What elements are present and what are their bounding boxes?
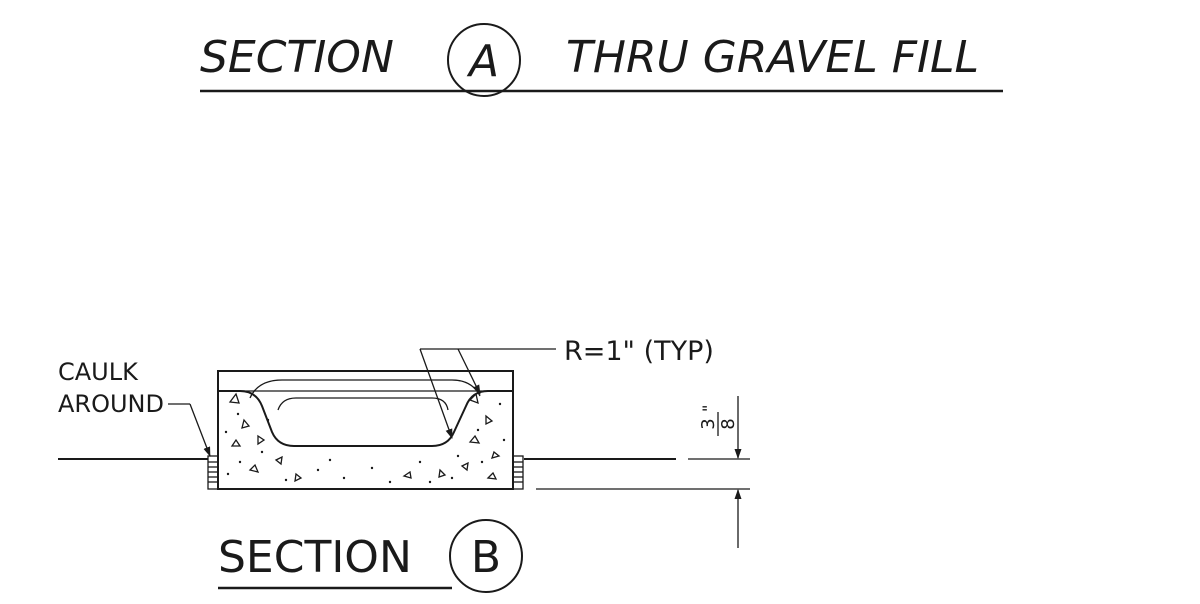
caulk-callout: CAULK AROUND xyxy=(58,358,211,457)
dimension-numerator: 3 xyxy=(698,418,719,429)
channel-inner-profile xyxy=(218,390,513,447)
radius-leader-arrow-2 xyxy=(419,348,453,439)
radius-callout: R=1" (TYP) xyxy=(419,336,714,439)
section-a-marker: A xyxy=(466,36,499,87)
radius-leader-arrow-1 xyxy=(457,348,481,395)
dimension-fraction: 3 8 " xyxy=(698,405,739,436)
section-a-label: SECTION xyxy=(200,32,394,83)
radius-label: R=1" (TYP) xyxy=(564,336,714,367)
section-a-marker-circle xyxy=(447,23,521,97)
caulk-leader-arrow xyxy=(189,403,211,457)
section-b-marker-circle xyxy=(449,519,523,593)
concrete-channel-section xyxy=(217,370,514,490)
section-b-marker: B xyxy=(471,532,501,583)
concrete-hatch xyxy=(224,392,506,484)
caulk-label-line1: CAULK xyxy=(58,358,139,386)
caulk-joint-right xyxy=(512,455,524,490)
channel-inner-pocket xyxy=(277,397,449,411)
caulk-joint-left xyxy=(207,455,219,490)
section-b-label: SECTION xyxy=(218,532,412,583)
dimension-unit-mark: " xyxy=(699,405,718,412)
channel-inner-rounded-edge xyxy=(249,379,481,399)
dimension-denominator: 8 xyxy=(718,418,739,429)
section-a-title: SECTION A THRU GRAVEL FILL xyxy=(200,23,1003,97)
dimension-callout: 3 8 " xyxy=(536,396,750,548)
caulk-label-line2: AROUND xyxy=(58,390,164,418)
channel-outline xyxy=(217,370,514,490)
section-b-title: SECTION B xyxy=(218,519,523,593)
section-a-description: THRU GRAVEL FILL xyxy=(566,32,979,83)
